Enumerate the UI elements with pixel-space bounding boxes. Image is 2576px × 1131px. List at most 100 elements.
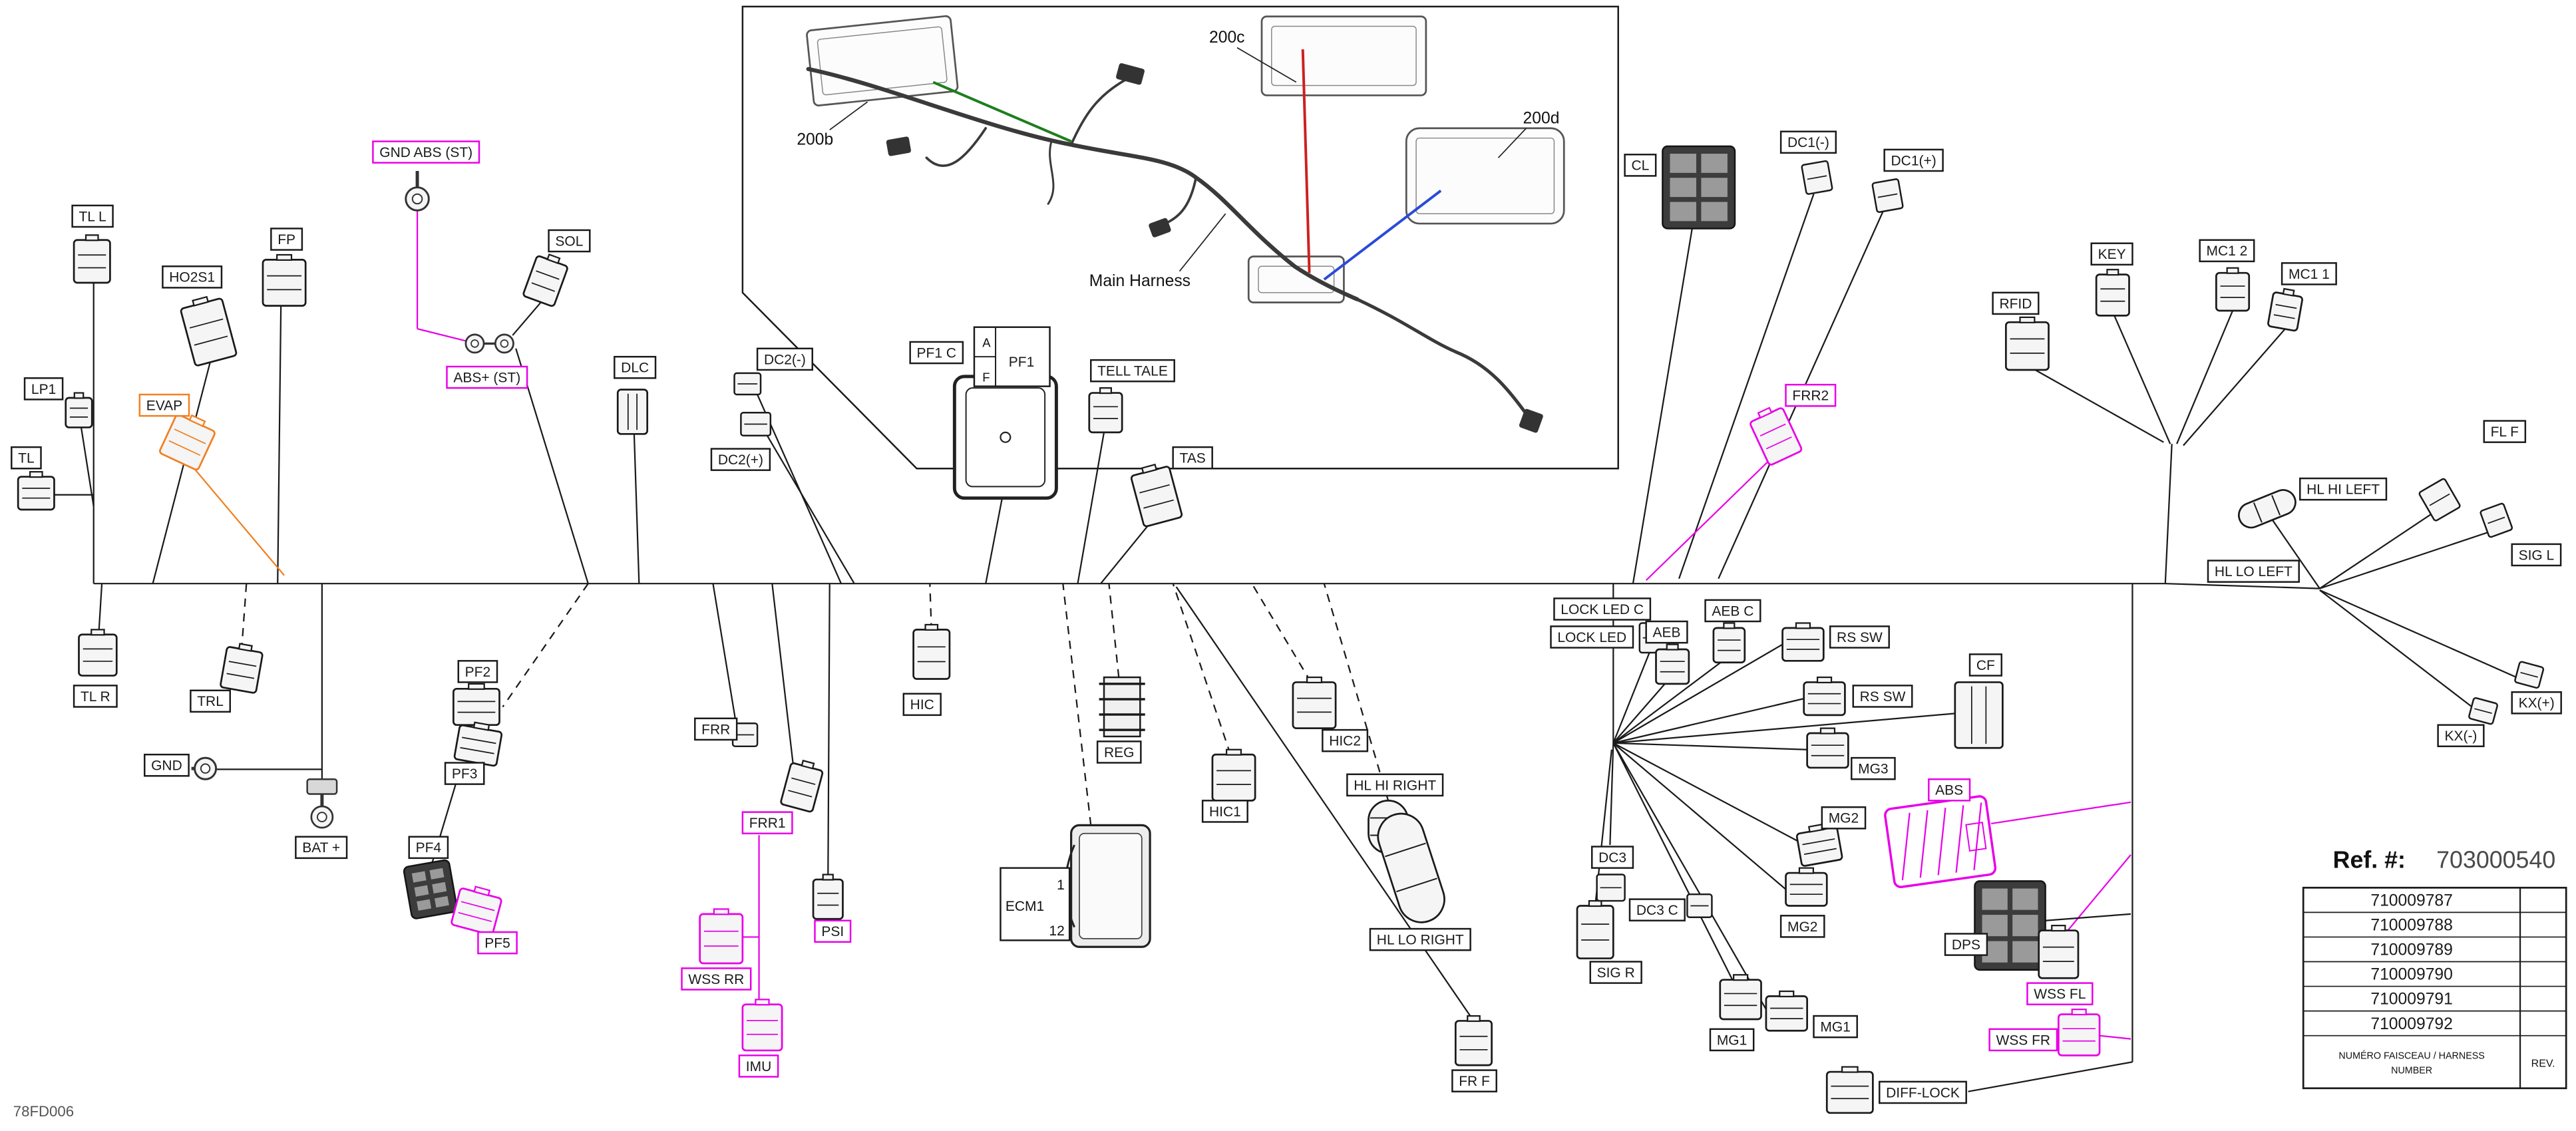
wire-segment xyxy=(2319,512,2434,589)
svg-text:MC1 1: MC1 1 xyxy=(2289,267,2330,282)
label-fl-f: FL F xyxy=(2483,420,2527,443)
cl-connector-icon xyxy=(1662,145,1736,230)
inset-module xyxy=(1260,15,1427,96)
harness-number-table-box: 7100097877100097887100097897100097907100… xyxy=(2302,886,2567,1090)
harness-number-row: 710009789 xyxy=(2370,941,2453,959)
wire-segment xyxy=(1613,713,1955,744)
wire-segment xyxy=(152,361,212,584)
harness-bundle-path xyxy=(1355,297,1533,423)
svg-text:IMU: IMU xyxy=(746,1059,771,1074)
sig-r-connector-icon xyxy=(1576,899,1614,959)
svg-text:DC3: DC3 xyxy=(1598,850,1626,866)
wire-segment xyxy=(1612,643,1783,744)
abs-connector-icon xyxy=(1884,795,1997,888)
wire-segment xyxy=(2032,367,2164,443)
label-pf5: PF5 xyxy=(477,931,518,955)
label-pf3: PF3 xyxy=(444,762,485,785)
svg-text:RS SW: RS SW xyxy=(1860,689,1906,705)
pf2-connector-icon xyxy=(453,683,500,727)
dc2-neg-connector-icon xyxy=(733,372,762,396)
aeb-connector-icon xyxy=(1655,643,1690,685)
wire-segment xyxy=(2165,583,2320,589)
inset-module xyxy=(806,15,959,106)
wire-segment xyxy=(277,305,282,584)
svg-text:MG2: MG2 xyxy=(1787,919,1817,935)
label-tl-r: TL R xyxy=(73,685,118,708)
wire-segment xyxy=(1172,583,1232,755)
wire-segment xyxy=(2064,854,2131,935)
label-hl-lo-right: HL LO RIGHT xyxy=(1369,927,1471,951)
harness-connector-blob xyxy=(1519,408,1543,433)
label-dlc: DLC xyxy=(614,355,657,379)
svg-text:PF1 C: PF1 C xyxy=(917,345,956,361)
wire-segment xyxy=(2176,310,2234,444)
svg-text:A: A xyxy=(982,335,991,349)
green-wire xyxy=(932,81,1072,143)
svg-text:HL LO LEFT: HL LO LEFT xyxy=(2215,564,2293,579)
svg-text:MG1: MG1 xyxy=(1820,1020,1850,1035)
inset-border xyxy=(741,5,1619,470)
fr-f-connector-icon xyxy=(1454,1015,1493,1066)
trl-connector-icon xyxy=(220,643,264,694)
svg-text:FRR1: FRR1 xyxy=(749,816,786,831)
wire-segment xyxy=(2164,444,2173,584)
label-wss-fr: WSS FR xyxy=(1988,1028,2058,1052)
wire-segment xyxy=(1609,742,1614,846)
wire-segment xyxy=(827,583,830,880)
svg-text:HL HI LEFT: HL HI LEFT xyxy=(2306,482,2380,498)
svg-text:GND: GND xyxy=(151,758,182,774)
sig-l-connector-icon xyxy=(2480,502,2513,538)
rs-sw-1-connector-icon xyxy=(1781,622,1825,662)
gnd-abs-st-connector-icon xyxy=(405,170,430,212)
svg-text:TL R: TL R xyxy=(81,689,110,705)
mg2-a-connector-icon xyxy=(1795,823,1843,867)
hic-connector-icon xyxy=(912,623,951,680)
label-hl-hi-left: HL HI LEFT xyxy=(2299,477,2388,501)
key-connector-icon xyxy=(2095,269,2130,317)
svg-text:FRR2: FRR2 xyxy=(1792,389,1829,404)
label-abs-st: ABS+ (ST) xyxy=(446,365,528,389)
svg-text:ABS+ (ST): ABS+ (ST) xyxy=(453,370,520,385)
tl-connector-icon xyxy=(17,471,55,511)
label-rfid: RFID xyxy=(1992,291,2040,315)
label-aeb-c: AEB C xyxy=(1704,599,1761,623)
tell-tale-connector-icon xyxy=(1088,387,1123,434)
label-sig-r: SIG R xyxy=(1589,961,1642,984)
label-sol: SOL xyxy=(548,229,591,253)
label-mg1-b: MG1 xyxy=(1813,1015,1858,1039)
mc1-1-connector-icon xyxy=(2267,287,2303,332)
harness-number-row: 710009787 xyxy=(2370,891,2453,909)
inset-label-200c: 200c xyxy=(1209,29,1245,47)
label-kx-neg: KX(-) xyxy=(2437,724,2485,748)
svg-text:TL: TL xyxy=(18,451,34,466)
svg-text:F: F xyxy=(982,370,990,384)
label-gnd-abs-st: GND ABS (ST) xyxy=(372,140,480,164)
svg-text:FP: FP xyxy=(277,232,295,247)
dlc-connector-icon xyxy=(616,389,649,435)
wire-segment xyxy=(1645,458,1772,581)
fp-connector-icon xyxy=(262,253,307,307)
label-wss-rr: WSS RR xyxy=(681,967,752,991)
svg-text:TELL TALE: TELL TALE xyxy=(1097,364,1168,379)
frr1-connector-icon xyxy=(780,759,824,813)
svg-text:DC2(+): DC2(+) xyxy=(718,452,763,468)
label-diff-lock: DIFF-LOCK xyxy=(1879,1080,1967,1104)
pf4-connector-icon xyxy=(403,859,458,919)
label-ho2s1: HO2S1 xyxy=(162,265,223,289)
label-mc1-1: MC1 1 xyxy=(2281,262,2337,285)
wire-segment xyxy=(1108,583,1120,678)
svg-text:MG3: MG3 xyxy=(1858,762,1888,777)
harness-bundle-path xyxy=(1069,77,1129,146)
wire-segment xyxy=(98,583,103,637)
svg-text:HIC2: HIC2 xyxy=(1329,734,1361,749)
hic1-connector-icon xyxy=(1211,748,1256,802)
svg-text:MC1 2: MC1 2 xyxy=(2207,243,2248,259)
ecm1-connector-icon xyxy=(1064,824,1151,948)
wire-segment xyxy=(2099,1035,2131,1040)
hl-lo-right-connector-icon xyxy=(1377,812,1445,923)
wss-rr-connector-icon xyxy=(699,908,744,965)
svg-text:KX(-): KX(-) xyxy=(2445,728,2478,744)
svg-text:PF4: PF4 xyxy=(416,840,442,856)
dc1-neg-connector-icon xyxy=(1801,160,1833,195)
